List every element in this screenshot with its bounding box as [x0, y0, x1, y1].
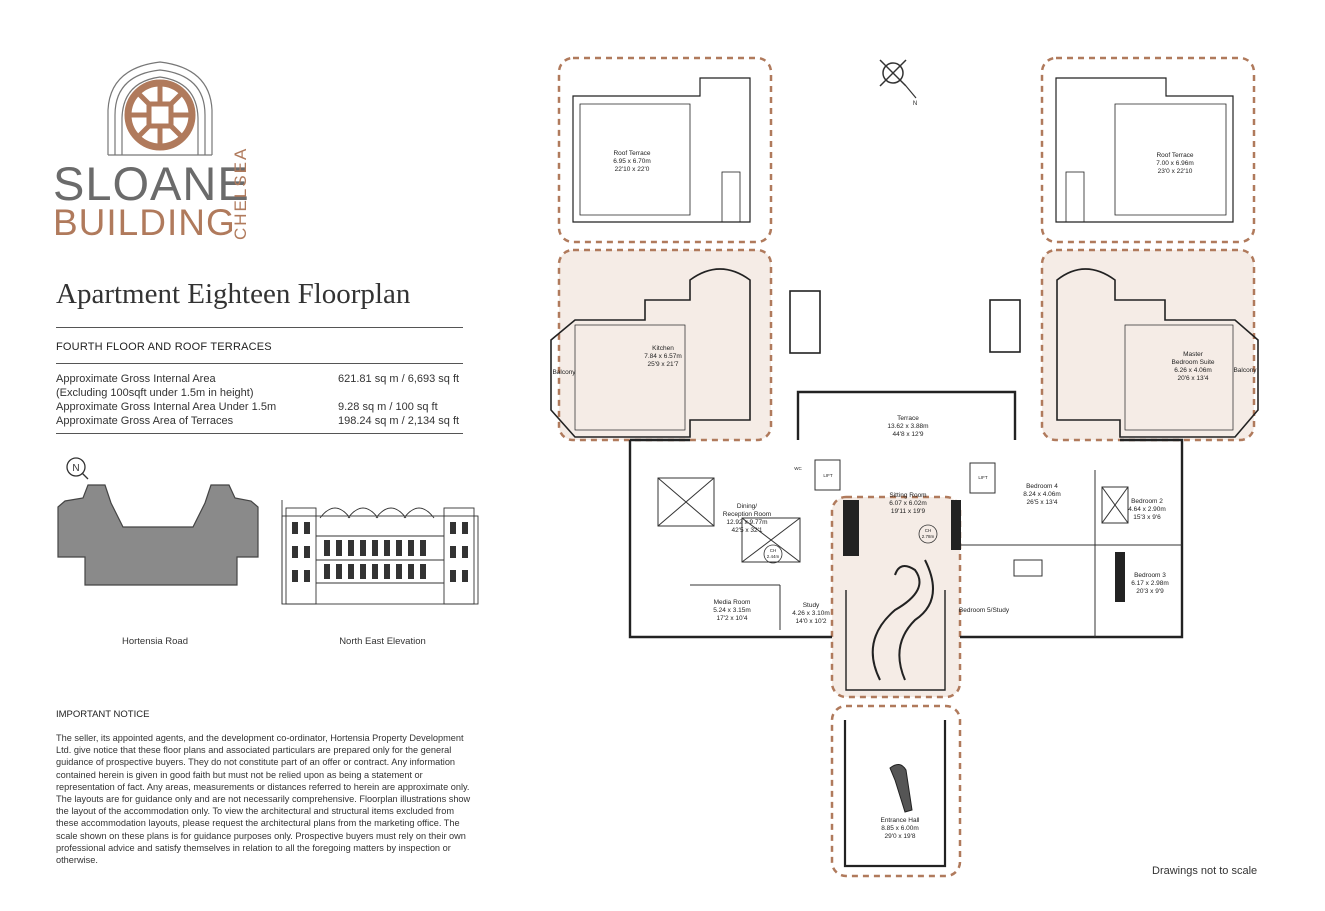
lift-label: LIFT	[978, 475, 988, 480]
balcony-right-label: Balcony	[1233, 367, 1257, 374]
compass-small-icon: N	[66, 457, 89, 480]
room-label-dining: Dining/	[737, 503, 757, 510]
room-label-dining-line2: Reception Room	[723, 511, 771, 518]
room-label-entrance: Entrance Hall	[880, 817, 920, 824]
room-metric: 6.95 x 6.70m	[613, 158, 651, 165]
room-metric: 5.24 x 3.15m	[713, 607, 751, 614]
area-row: Approximate Gross Internal Area Under 1.…	[56, 401, 463, 413]
area-row: Approximate Gross Area of Terraces 198.2…	[56, 415, 463, 427]
room-label-kitchen: Kitchen	[652, 345, 674, 352]
area-value: 198.24 sq m / 2,134 sq ft	[338, 415, 460, 427]
divider	[56, 433, 463, 434]
room-metric: 7.00 x 6.96m	[1156, 160, 1194, 167]
site-plan-label: Hortensia Road	[121, 636, 188, 647]
room-imperial: 20'3 x 9'9	[1136, 588, 1164, 595]
elevation-label: North East Elevation	[339, 636, 426, 647]
room-imperial: 17'2 x 10'4	[716, 615, 747, 622]
room-label-terrace: Terrace	[897, 415, 919, 422]
lift-label: LIFT	[823, 473, 833, 478]
room-imperial: 29'0 x 19'8	[884, 833, 915, 840]
balcony-left-label: Balcony	[552, 369, 576, 376]
area-label: Approximate Gross Internal Area Under 1.…	[56, 401, 277, 413]
room-label-roof-terrace-right: Roof Terrace	[1156, 152, 1193, 159]
logo-text-building: BUILDING	[53, 202, 236, 243]
ceiling-height-marker: CH 2.44m	[763, 544, 783, 564]
room-imperial: 19'11 x 19'9	[891, 508, 926, 515]
room-label-roof-terrace-left: Roof Terrace	[613, 150, 650, 157]
room-imperial: 26'5 x 13'4	[1026, 499, 1057, 506]
room-label-bedroom2: Bedroom 2	[1131, 498, 1163, 505]
sitting-room-zone	[830, 495, 962, 699]
room-metric: 4.26 x 3.10m	[792, 610, 830, 617]
svg-text:2.44m: 2.44m	[767, 554, 780, 559]
area-value: 621.81 sq m / 6,693 sq ft	[338, 373, 460, 385]
room-metric: 6.07 x 6.02m	[889, 500, 927, 507]
room-label-sitting: Sitting Room	[889, 492, 926, 499]
svg-text:CH: CH	[925, 528, 932, 533]
room-imperial: 22'10 x 22'0	[615, 166, 650, 173]
north-east-elevation-drawing	[281, 500, 479, 605]
area-label: Approximate Gross Area of Terraces	[56, 415, 234, 427]
notice-body: The seller, its appointed agents, and th…	[56, 733, 471, 866]
room-metric: 13.62 x 3.88m	[887, 423, 928, 430]
roof-terrace-left-zone	[557, 56, 773, 244]
scale-note: Drawings not to scale	[1152, 865, 1258, 877]
compass-rose-icon: N	[879, 59, 917, 107]
plan-compass-letter: N	[913, 101, 917, 107]
sloane-building-logo-mark	[107, 61, 213, 156]
divider	[56, 327, 463, 328]
ceiling-height-marker: CH 2.78m	[918, 524, 938, 544]
room-imperial: 44'8 x 12'9	[892, 431, 923, 438]
area-value: 9.28 sq m / 100 sq ft	[338, 401, 438, 413]
svg-text:2.78m: 2.78m	[922, 534, 935, 539]
room-label-study: Study	[803, 602, 820, 609]
room-label-master-line2: Bedroom Suite	[1172, 359, 1215, 366]
room-metric: 7.84 x 6.57m	[644, 353, 682, 360]
area-row: Approximate Gross Internal Area 621.81 s…	[56, 373, 463, 385]
room-label-bedroom5: Bedroom 5/Study	[959, 607, 1010, 614]
room-imperial: 25'9 x 21'7	[647, 361, 678, 368]
room-label-master: Master	[1183, 351, 1204, 358]
room-metric: 8.85 x 6.00m	[881, 825, 919, 832]
kitchen-wing-zone	[557, 248, 773, 442]
room-metric: 6.26 x 4.06m	[1174, 367, 1212, 374]
notice-heading: IMPORTANT NOTICE	[56, 709, 150, 720]
room-imperial: 23'0 x 22'10	[1158, 168, 1193, 175]
area-label: Approximate Gross Internal Area	[56, 373, 216, 385]
logo-text-sloane: SLOANE	[53, 157, 250, 210]
floor-subheading: FOURTH FLOOR AND ROOF TERRACES	[56, 341, 272, 353]
room-label-bedroom4: Bedroom 4	[1026, 483, 1058, 490]
room-imperial: 14'0 x 10'2	[795, 618, 826, 625]
area-label: (Excluding 100sqft under 1.5m in height)	[56, 387, 254, 399]
room-imperial: 20'6 x 13'4	[1177, 375, 1208, 382]
page-title: Apartment Eighteen Floorplan	[56, 278, 411, 310]
entrance-hall-zone	[830, 704, 962, 878]
area-row: (Excluding 100sqft under 1.5m in height)	[56, 387, 463, 399]
compass-letter: N	[72, 463, 79, 474]
master-wing-zone	[1040, 248, 1256, 442]
site-location-plan: N	[57, 457, 259, 586]
room-imperial: 42'5 x 32'1	[731, 527, 762, 534]
room-metric: 6.17 x 2.98m	[1131, 580, 1169, 587]
room-imperial: 15'3 x 9'6	[1133, 514, 1161, 521]
svg-text:CH: CH	[770, 548, 777, 553]
room-label-bedroom3: Bedroom 3	[1134, 572, 1166, 579]
room-metric: 8.24 x 4.06m	[1023, 491, 1061, 498]
divider	[56, 363, 463, 364]
roof-terrace-right-zone	[1040, 56, 1256, 244]
wc-label: WC	[794, 466, 802, 471]
room-label-media: Media Room	[714, 599, 751, 606]
room-metric: 12.92 x 9.77m	[726, 519, 767, 526]
room-metric: 4.64 x 2.90m	[1128, 506, 1166, 513]
